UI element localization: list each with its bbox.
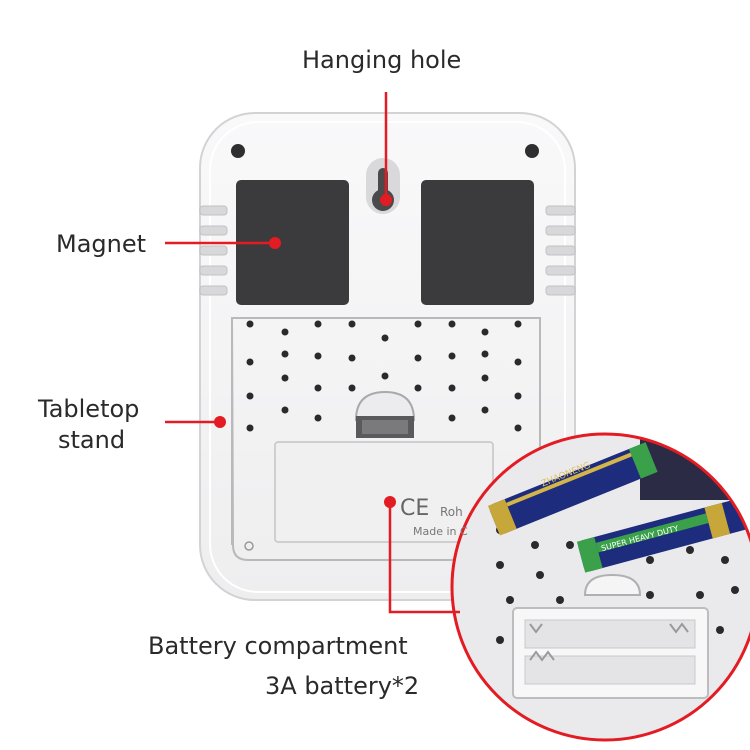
magnet-right <box>421 180 534 305</box>
label-battery-compartment: Battery compartment <box>148 632 408 660</box>
ce-mark: CE <box>400 496 430 521</box>
rohs-mark: Roh <box>440 505 463 519</box>
hanging-hole-shape <box>366 158 400 214</box>
vent-right <box>545 205 576 296</box>
battery-zoom-inset <box>452 434 750 740</box>
callout-lines <box>165 92 460 614</box>
stand-latch <box>354 390 416 421</box>
label-tabletop-stand-line2: stand <box>58 426 126 454</box>
label-magnet: Magnet <box>56 230 147 258</box>
battery-2 <box>576 498 750 573</box>
dot-grid <box>246 320 522 432</box>
made-in-text: Made in C <box>413 525 468 538</box>
magnet-left <box>236 180 349 305</box>
label-battery-type: 3A battery*2 <box>265 672 420 700</box>
label-hanging-hole: Hanging hole <box>302 46 462 74</box>
screw-top-left <box>231 144 245 158</box>
battery-1 <box>487 442 658 536</box>
vent-left <box>199 205 228 296</box>
screw-top-right <box>525 144 539 158</box>
label-tabletop-stand-line1: Tabletop <box>38 395 140 423</box>
